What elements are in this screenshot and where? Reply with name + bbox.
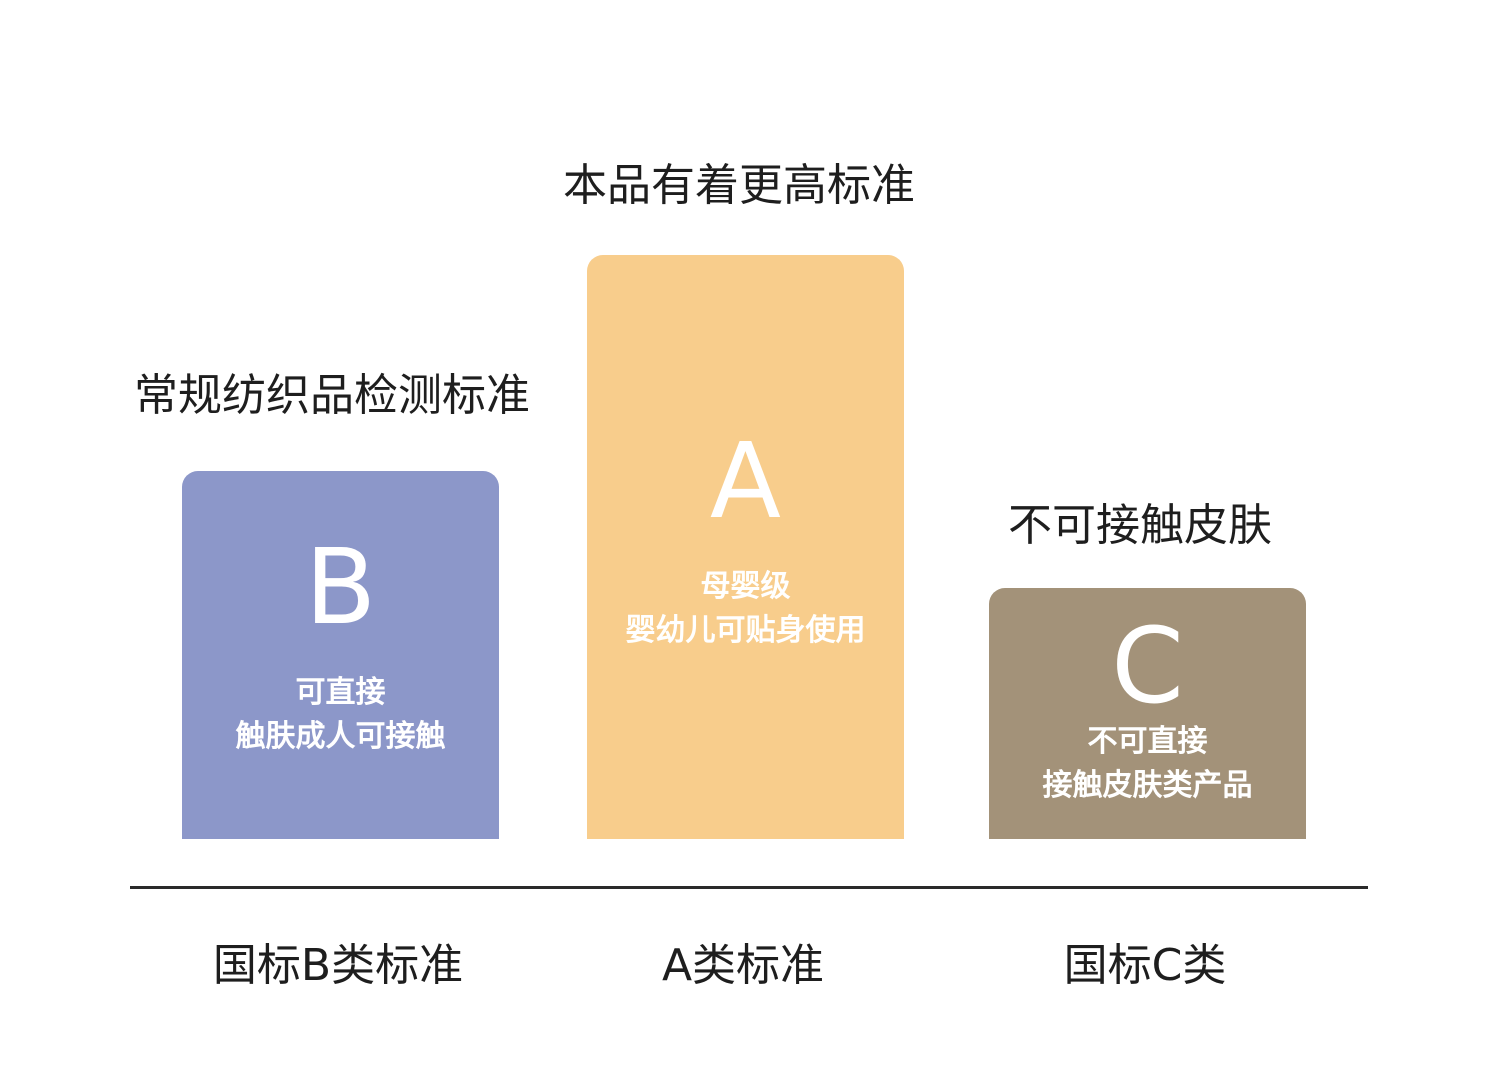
desc-c-line2: 接触皮肤类产品 [1042, 768, 1253, 803]
letter-c: C [1111, 605, 1184, 727]
block-a: A 母婴级 婴幼儿可贴身使用 [587, 255, 904, 839]
desc-b-line2: 触肤成人可接触 [235, 719, 446, 754]
letter-b: B [304, 526, 377, 648]
bottom-label-c: 国标C类 [1063, 940, 1227, 991]
block-c: C 不可直接 接触皮肤类产品 [989, 588, 1306, 839]
top-label-c: 不可接触皮肤 [1008, 500, 1272, 551]
top-label-a: 本品有着更高标准 [563, 160, 915, 211]
desc-c: 不可直接 接触皮肤类产品 [989, 720, 1306, 808]
desc-a: 母婴级 婴幼儿可贴身使用 [587, 565, 904, 653]
desc-b-line1: 可直接 [295, 675, 386, 710]
bottom-label-a: A类标准 [661, 940, 825, 991]
desc-a-line2: 婴幼儿可贴身使用 [625, 613, 866, 648]
desc-b: 可直接 触肤成人可接触 [182, 671, 499, 759]
desc-c-line1: 不可直接 [1087, 724, 1208, 759]
block-b: B 可直接 触肤成人可接触 [182, 471, 499, 839]
top-label-b: 常规纺织品检测标准 [134, 370, 530, 421]
baseline [130, 886, 1368, 889]
bottom-label-b: 国标B类标准 [212, 940, 464, 991]
letter-a: A [709, 420, 782, 542]
desc-a-line1: 母婴级 [700, 569, 791, 604]
